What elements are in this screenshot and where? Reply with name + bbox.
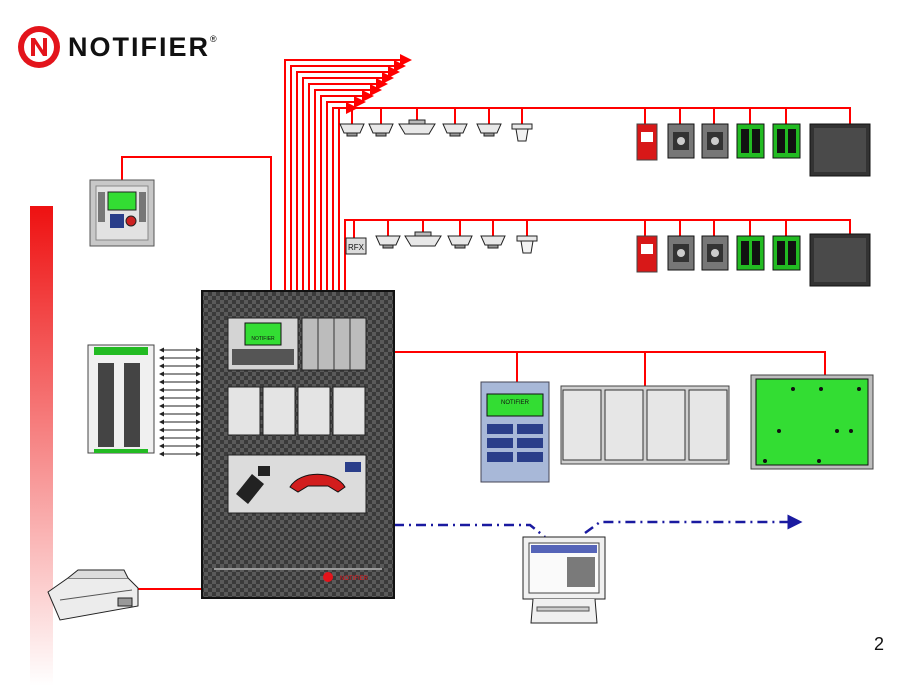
repeater-panel <box>809 233 871 287</box>
monitor-module <box>701 123 729 159</box>
graphics-workstation <box>522 536 606 624</box>
remote-annunciator-keypad <box>89 179 155 247</box>
monitor-module <box>667 235 695 271</box>
rf-module-label: RFX <box>348 243 365 252</box>
main-control-panel: NOTIFIER NOTIFIER <box>201 290 395 599</box>
network-link <box>394 514 803 538</box>
monitor-module <box>667 123 695 159</box>
panel-zone-cards <box>227 386 366 436</box>
modules-row-second <box>636 233 871 287</box>
panel-nameplate: NOTIFIER <box>340 576 369 582</box>
remote-lcd-annunciator: NOTIFIER <box>480 381 550 483</box>
duct-detector <box>404 231 442 247</box>
registered-mark: ® <box>210 34 217 44</box>
led-annunciator-bank <box>560 385 730 465</box>
relay-module <box>772 235 801 271</box>
accent-gradient-bar <box>30 206 53 686</box>
manual-call-point <box>636 235 658 273</box>
duct-detector <box>398 119 436 135</box>
red-wiring <box>121 54 851 590</box>
heat-detector <box>511 123 533 142</box>
heat-detector <box>516 235 538 254</box>
manual-call-point <box>636 123 658 161</box>
relay-module <box>736 123 765 159</box>
microphone-icon <box>236 466 270 504</box>
smoke-detector <box>442 123 468 137</box>
brand-wordmark: NOTIFIER <box>68 31 210 62</box>
relay-module <box>736 235 765 271</box>
detector-row-second: RFX <box>345 231 538 255</box>
io-connection-arrows <box>159 347 201 457</box>
rf-module: RFX <box>345 237 367 255</box>
detector-row-top <box>339 119 533 142</box>
smoke-detector <box>480 235 506 249</box>
notifier-logo: NOTIFIER ® <box>16 22 217 72</box>
smoke-detector <box>368 123 394 137</box>
io-terminal-board <box>87 344 155 454</box>
panel-display-brand: NOTIFIER <box>251 336 275 342</box>
monitor-module <box>701 235 729 271</box>
repeater-panel <box>809 123 871 177</box>
annunciator-display-brand: NOTIFIER <box>501 400 530 406</box>
modules-row-top <box>636 123 871 177</box>
smoke-detector <box>375 235 401 249</box>
fire-telephone-icon <box>289 473 346 493</box>
smoke-detector <box>476 123 502 137</box>
notifier-emblem-icon <box>18 26 60 68</box>
smoke-detector <box>447 235 473 249</box>
relay-module <box>772 123 801 159</box>
graphic-annunciator-map <box>750 374 874 470</box>
page-number: 2 <box>873 634 884 654</box>
panel-lcd-display <box>244 322 282 346</box>
smoke-detector <box>339 123 365 137</box>
printer <box>47 569 139 621</box>
